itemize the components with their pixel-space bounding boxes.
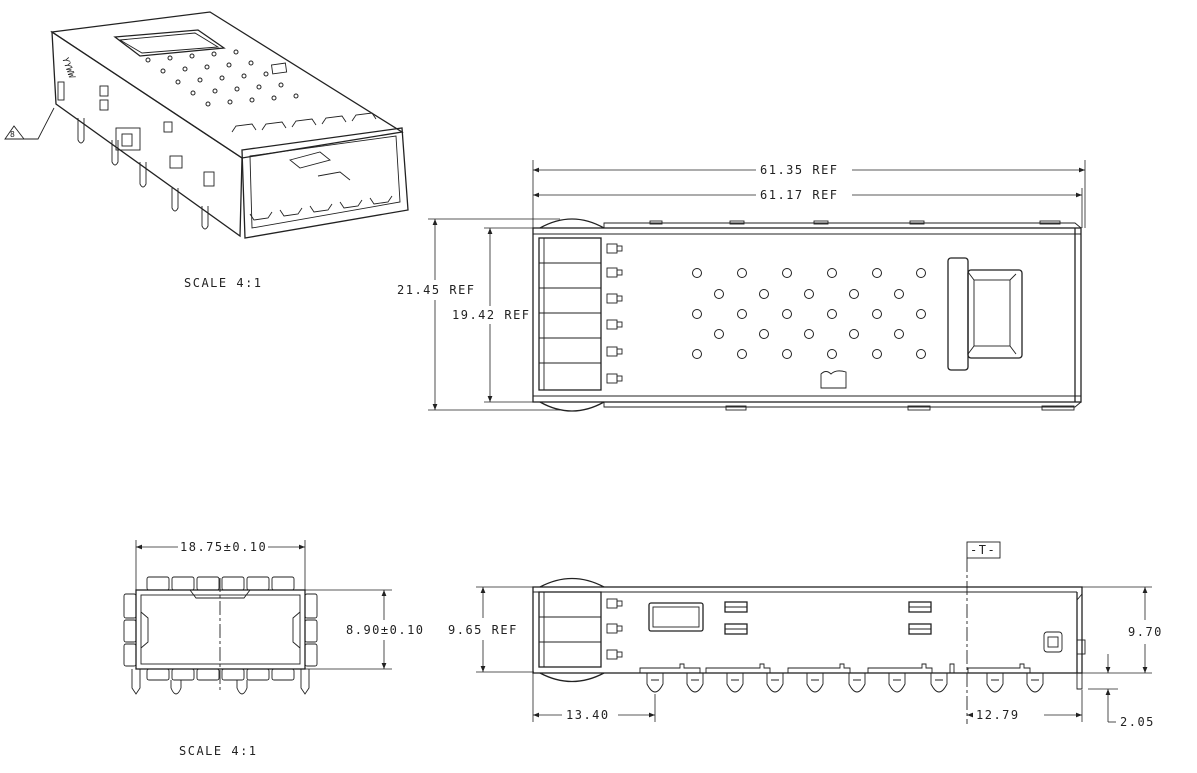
top-rear-window (947, 257, 1023, 371)
iso-press-fit-pins (77, 118, 209, 230)
top-view: 61.35 REF 61.17 REF 21.45 REF 19.42 REF (397, 160, 1086, 412)
top-length-dims: 61.35 REF 61.17 REF (532, 160, 1086, 228)
front-view: 18.75±0.10 8.90±0.10 (123, 540, 425, 758)
top-front-fingers (538, 237, 602, 391)
datum-label: -T- (970, 543, 996, 557)
iso-scale-label: SCALE 4:1 (184, 276, 263, 290)
body-width-dim: 19.42 REF (452, 308, 531, 322)
front-bottom-fingers (146, 668, 295, 681)
note-flag-8: 8 (4, 107, 55, 140)
side-latch-slots (724, 601, 932, 635)
top-width-dims: 21.45 REF 19.42 REF (397, 218, 560, 411)
overall-width-dim: 21.45 REF (397, 283, 476, 297)
datum-to-back-dim: 12.79 (976, 708, 1020, 722)
front-width-dim: 18.75±0.10 (180, 540, 267, 554)
overall-length-dim: 61.35 REF (760, 163, 839, 177)
front-press-pins (131, 669, 310, 695)
isometric-view: YYWW 8 SCALE 4:1 (4, 11, 409, 290)
side-front-fingers (538, 591, 602, 668)
body-length-dim: 61.17 REF (760, 188, 839, 202)
front-top-fingers (146, 576, 295, 599)
front-scale-label: SCALE 4:1 (179, 744, 258, 758)
iso-marking-text: YYWW (59, 57, 77, 80)
top-vent-holes (692, 268, 926, 359)
top-clip-tabs (606, 243, 623, 384)
side-right-height-dim: 9.70 (1128, 625, 1163, 639)
front-to-pin-dim: 13.40 (566, 708, 610, 722)
front-height-dim: 8.90±0.10 (346, 623, 425, 637)
svg-text:8: 8 (10, 130, 15, 139)
front-side-fingers (123, 593, 318, 667)
pin-length-dim: 2.05 (1120, 715, 1155, 729)
side-view: -T- 9.65 REF 9.70 (448, 541, 1163, 729)
iso-vent-holes (145, 49, 299, 107)
side-clip-tabs (606, 598, 623, 660)
side-press-fit-pins (646, 673, 1083, 693)
side-height-ref-dim: 9.65 REF (448, 623, 518, 637)
